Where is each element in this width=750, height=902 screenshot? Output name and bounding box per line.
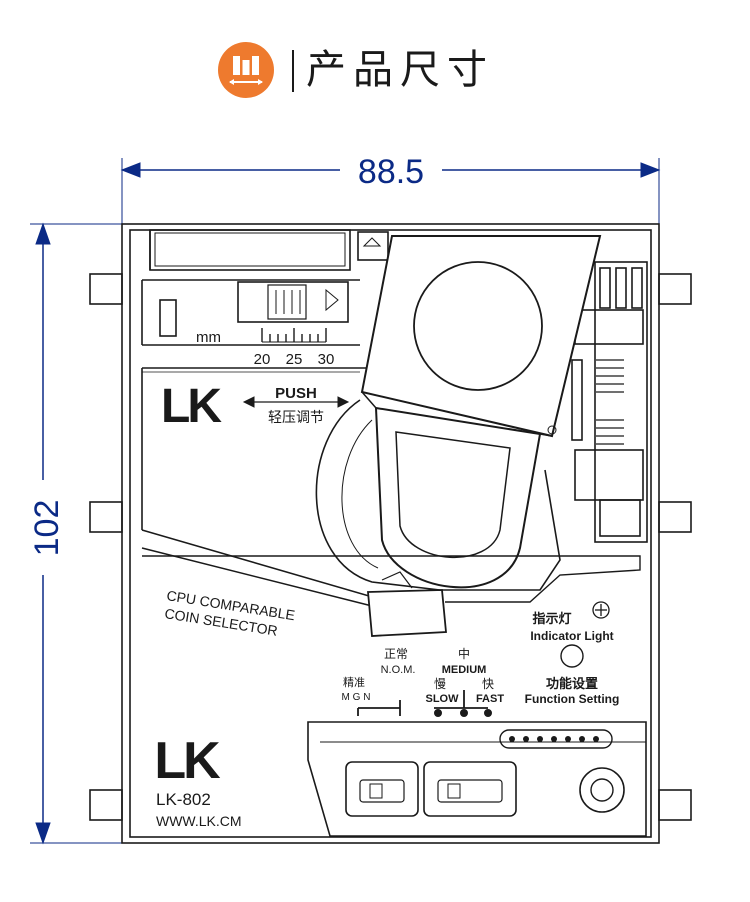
width-dimension [120, 158, 661, 232]
width-label: 88.5 [358, 153, 424, 191]
medium-label-en: MEDIUM [442, 664, 487, 676]
ruler-icon [218, 42, 274, 98]
height-dimension [30, 222, 130, 845]
push-label: PUSH [275, 385, 317, 402]
push-arrow [242, 396, 350, 408]
switch-guides [357, 690, 492, 717]
push-label-cn: 轻压调节 [268, 409, 324, 425]
slow-label-en: SLOW [426, 693, 460, 705]
unit-label: mm [196, 329, 221, 346]
title-divider [292, 50, 294, 92]
function-label-en: Function Setting [525, 692, 620, 706]
indicator-label-en: Indicator Light [530, 629, 613, 643]
scale-tick-label: 30 [318, 351, 335, 368]
dip-dots [509, 736, 599, 742]
page-title: 产品尺寸 [306, 47, 494, 93]
model-label: LK-802 [156, 790, 211, 809]
website-label: WWW.LK.CM [156, 813, 242, 829]
scale-tick-label: 25 [286, 351, 303, 368]
logo-bottom: LK [154, 732, 221, 790]
height-label: 102 [28, 500, 66, 557]
nom-label-en: N.O.M. [381, 664, 416, 676]
medium-label-cn: 中 [458, 646, 470, 661]
logo: LK [161, 380, 222, 433]
fast-label-cn: 快 [482, 677, 494, 691]
fast-label-en: FAST [476, 693, 504, 705]
slow-label-cn: 慢 [434, 677, 446, 691]
page-header: 产品尺寸 [0, 38, 750, 108]
mgn-label-cn: 精准 [343, 676, 365, 689]
indicator-label-cn: 指示灯 [532, 611, 571, 626]
mgn-label-en: M G N [342, 692, 371, 703]
function-label-cn: 功能设置 [546, 676, 598, 691]
nom-label-cn: 正常 [384, 647, 408, 661]
scale-tick-label: 20 [254, 351, 271, 368]
crosshair-screw-icon [592, 601, 610, 619]
